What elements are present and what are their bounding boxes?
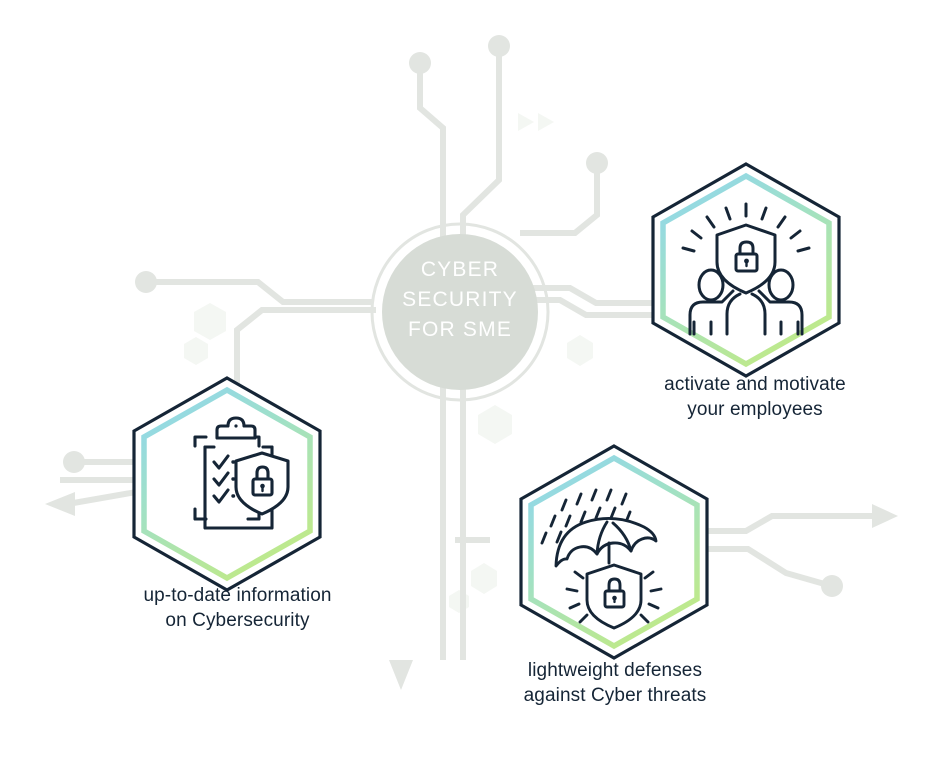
circuit-node-top (488, 35, 510, 57)
chevron-right-icon-2 (538, 113, 554, 131)
circuit-node-left-upper (135, 271, 157, 293)
decorative-chevrons (518, 113, 554, 131)
people-shield-lock-icon (681, 202, 811, 336)
circuit-node-left-lower (63, 451, 85, 473)
circuit-nodes (63, 35, 843, 597)
node-label-defense: lightweight defenses against Cyber threa… (523, 660, 707, 706)
hexagon-gradient-defense (528, 454, 700, 650)
circuit-arrows (45, 492, 898, 690)
hex-node-employees[interactable] (651, 162, 841, 378)
umbrella-rain-shield-lock-icon (540, 488, 663, 630)
arrow-right-icon (872, 504, 898, 528)
center-circle (382, 234, 538, 390)
center-ring-arc (370, 222, 550, 402)
hexagon-outline-info (132, 376, 322, 592)
node-label-employees: activate and motivate your employees (664, 374, 846, 420)
node-label-info: up-to-date information on Cybersecurity (143, 585, 332, 631)
chevron-right-icon-1 (518, 113, 534, 131)
circuit-node-upper-right (586, 152, 608, 174)
hex-node-info[interactable] (132, 376, 322, 592)
clipboard-checklist-shield-lock-icon (193, 416, 290, 530)
hexagon-gradient-employees (660, 172, 832, 368)
circuit-node-upper-left (409, 52, 431, 74)
hex-node-defense[interactable] (519, 444, 709, 660)
arrow-down-icon (389, 660, 413, 690)
arrow-left-icon (45, 492, 75, 516)
circuit-node-right-lower (821, 575, 843, 597)
hexagon-gradient-info (141, 386, 313, 582)
hexagon-outline-defense (519, 444, 709, 660)
